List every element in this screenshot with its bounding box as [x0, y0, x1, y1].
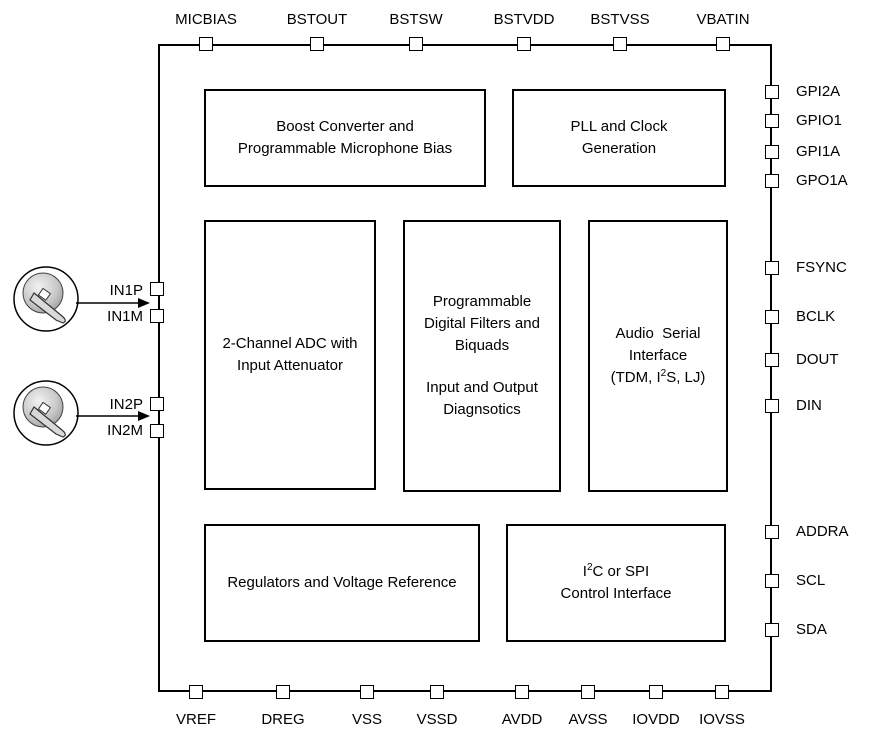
pin-gpio1 — [765, 114, 779, 128]
boost-converter-block: Boost Converter and Programmable Microph… — [204, 89, 486, 187]
adc-line-2: Input Attenuator — [237, 357, 343, 374]
pin-vssd — [430, 685, 444, 699]
label-gpo1a: GPO1A — [796, 172, 848, 189]
label-iovss: IOVSS — [699, 711, 745, 728]
dsp-line-2: Digital Filters and — [424, 315, 540, 332]
chip-outline — [158, 44, 772, 692]
pin-sda — [765, 623, 779, 637]
microphone-1-icon — [13, 266, 79, 332]
label-addra: ADDRA — [796, 523, 849, 540]
input-arrow-1-icon — [76, 298, 150, 308]
control-interface-block: I2C or SPI Control Interface — [506, 524, 726, 642]
label-din: DIN — [796, 397, 822, 414]
pll-line-2: Generation — [581, 140, 657, 157]
pin-scl — [765, 574, 779, 588]
pin-iovss — [715, 685, 729, 699]
pin-in2p — [150, 397, 164, 411]
label-fsync: FSYNC — [796, 259, 847, 276]
label-dout: DOUT — [796, 351, 839, 368]
pin-iovdd — [649, 685, 663, 699]
label-bstout: BSTOUT — [286, 11, 348, 28]
dsp-line-1: Programmable — [432, 293, 532, 310]
asi-line-3: (TDM, I2S, LJ) — [610, 368, 706, 387]
pin-gpi2a — [765, 85, 779, 99]
pin-bstvdd — [517, 37, 531, 51]
pin-gpo1a — [765, 174, 779, 188]
label-bstsw: BSTSW — [389, 11, 443, 28]
label-in1p: IN1P — [109, 282, 143, 299]
pin-micbias — [199, 37, 213, 51]
pin-in1p — [150, 282, 164, 296]
label-iovdd: IOVDD — [632, 711, 680, 728]
label-bclk: BCLK — [796, 308, 836, 325]
label-dreg: DREG — [261, 711, 305, 728]
label-gpi1a: GPI1A — [796, 143, 841, 160]
input-arrow-2-icon — [76, 411, 150, 421]
pin-bclk — [765, 310, 779, 324]
pin-avdd — [515, 685, 529, 699]
audio-serial-interface-block: Audio Serial Interface (TDM, I2S, LJ) — [588, 220, 728, 492]
dsp-line-4: Input and Output — [426, 379, 538, 396]
pin-bstsw — [409, 37, 423, 51]
pin-vref — [189, 685, 203, 699]
pll-line-1: PLL and Clock — [570, 118, 668, 135]
adc-block: 2-Channel ADC with Input Attenuator — [204, 220, 376, 490]
boost-line-2: Programmable Microphone Bias — [237, 140, 453, 157]
label-vref: VREF — [175, 711, 217, 728]
pin-vbatin — [716, 37, 730, 51]
label-vss: VSS — [351, 711, 383, 728]
pin-in1m — [150, 309, 164, 323]
adc-line-1: 2-Channel ADC with — [222, 335, 358, 352]
pin-avss — [581, 685, 595, 699]
label-in2m: IN2M — [107, 422, 143, 439]
label-avss: AVSS — [568, 711, 608, 728]
label-vbatin: VBATIN — [696, 11, 750, 28]
dsp-block: Programmable Digital Filters and Biquads… — [403, 220, 561, 492]
microphone-2-icon — [13, 380, 79, 446]
dsp-line-3: Biquads — [454, 337, 510, 354]
label-in2p: IN2P — [109, 396, 143, 413]
asi-line-1: Audio Serial — [615, 325, 701, 342]
reg-line-1: Regulators and Voltage Reference — [227, 574, 457, 591]
pin-vss — [360, 685, 374, 699]
pin-in2m — [150, 424, 164, 438]
pin-gpi1a — [765, 145, 779, 159]
label-micbias: MICBIAS — [175, 11, 237, 28]
regulators-block: Regulators and Voltage Reference — [204, 524, 480, 642]
label-sda: SDA — [796, 621, 827, 638]
boost-line-1: Boost Converter and — [276, 118, 414, 135]
pin-bstvss — [613, 37, 627, 51]
pin-dreg — [276, 685, 290, 699]
label-scl: SCL — [796, 572, 826, 589]
dsp-line-5: Diagnsotics — [443, 401, 521, 418]
pin-dout — [765, 353, 779, 367]
label-avdd: AVDD — [501, 711, 543, 728]
pll-clock-block: PLL and Clock Generation — [512, 89, 726, 187]
ctrl-line-1: I2C or SPI — [582, 562, 650, 581]
label-bstvss: BSTVSS — [590, 11, 650, 28]
asi-line-2: Interface — [628, 347, 688, 364]
label-in1m: IN1M — [107, 308, 143, 325]
label-bstvdd: BSTVDD — [493, 11, 555, 28]
label-gpio1: GPIO1 — [796, 112, 842, 129]
pin-addra — [765, 525, 779, 539]
label-vssd: VSSD — [416, 711, 458, 728]
label-gpi2a: GPI2A — [796, 83, 841, 100]
pin-bstout — [310, 37, 324, 51]
pin-fsync — [765, 261, 779, 275]
pin-din — [765, 399, 779, 413]
ctrl-line-2: Control Interface — [560, 585, 672, 602]
